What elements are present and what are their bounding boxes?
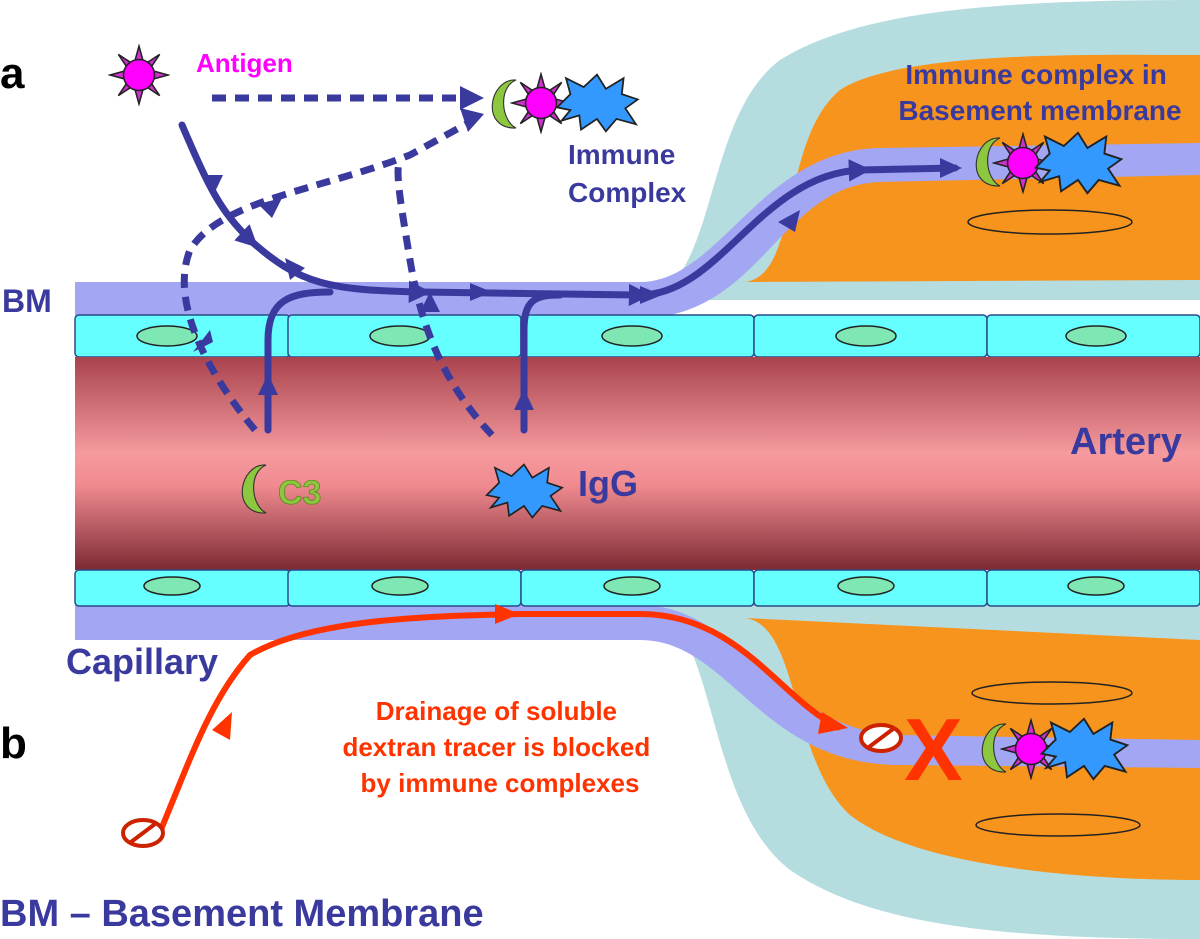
- tracer-blocked-icon: [859, 723, 903, 753]
- igg-drainage-paths: [178, 121, 959, 434]
- panel-label-b: b: [0, 719, 27, 768]
- bottom-endothelium: [74, 569, 1200, 607]
- bm-label: BM: [2, 283, 52, 319]
- artery-label: Artery: [1070, 421, 1182, 463]
- igg-label: IgG: [578, 463, 638, 504]
- legend-label: BM – Basement Membrane: [0, 893, 484, 935]
- smooth-muscle-nucleus: [975, 813, 1141, 837]
- bm-box-label: Immune complex in Basement membrane: [898, 59, 1181, 126]
- immune-complex-icon: [491, 73, 639, 133]
- immune-complex-label: Immune Complex: [568, 139, 687, 208]
- dashed-arrowheads: [193, 86, 484, 352]
- panel-label-a: a: [0, 49, 25, 98]
- antigen-icon: [109, 45, 169, 105]
- solid-arrowheads: [204, 158, 962, 410]
- smooth-muscle-nucleus: [971, 681, 1133, 705]
- drainage-label: Drainage of soluble dextran tracer is bl…: [342, 696, 657, 798]
- antigen-label: Antigen: [196, 48, 293, 78]
- tracer-icon: [121, 818, 165, 848]
- capillary-label: Capillary: [66, 641, 218, 682]
- smooth-muscle-nucleus: [967, 209, 1133, 235]
- tracer-drainage-path: [157, 611, 842, 834]
- complement-dashed-paths: [180, 94, 495, 438]
- top-endothelium: [74, 314, 1200, 358]
- red-arrowheads: [212, 604, 848, 740]
- c3-label: C3: [278, 474, 321, 512]
- blocked-x-mark: X: [904, 700, 963, 799]
